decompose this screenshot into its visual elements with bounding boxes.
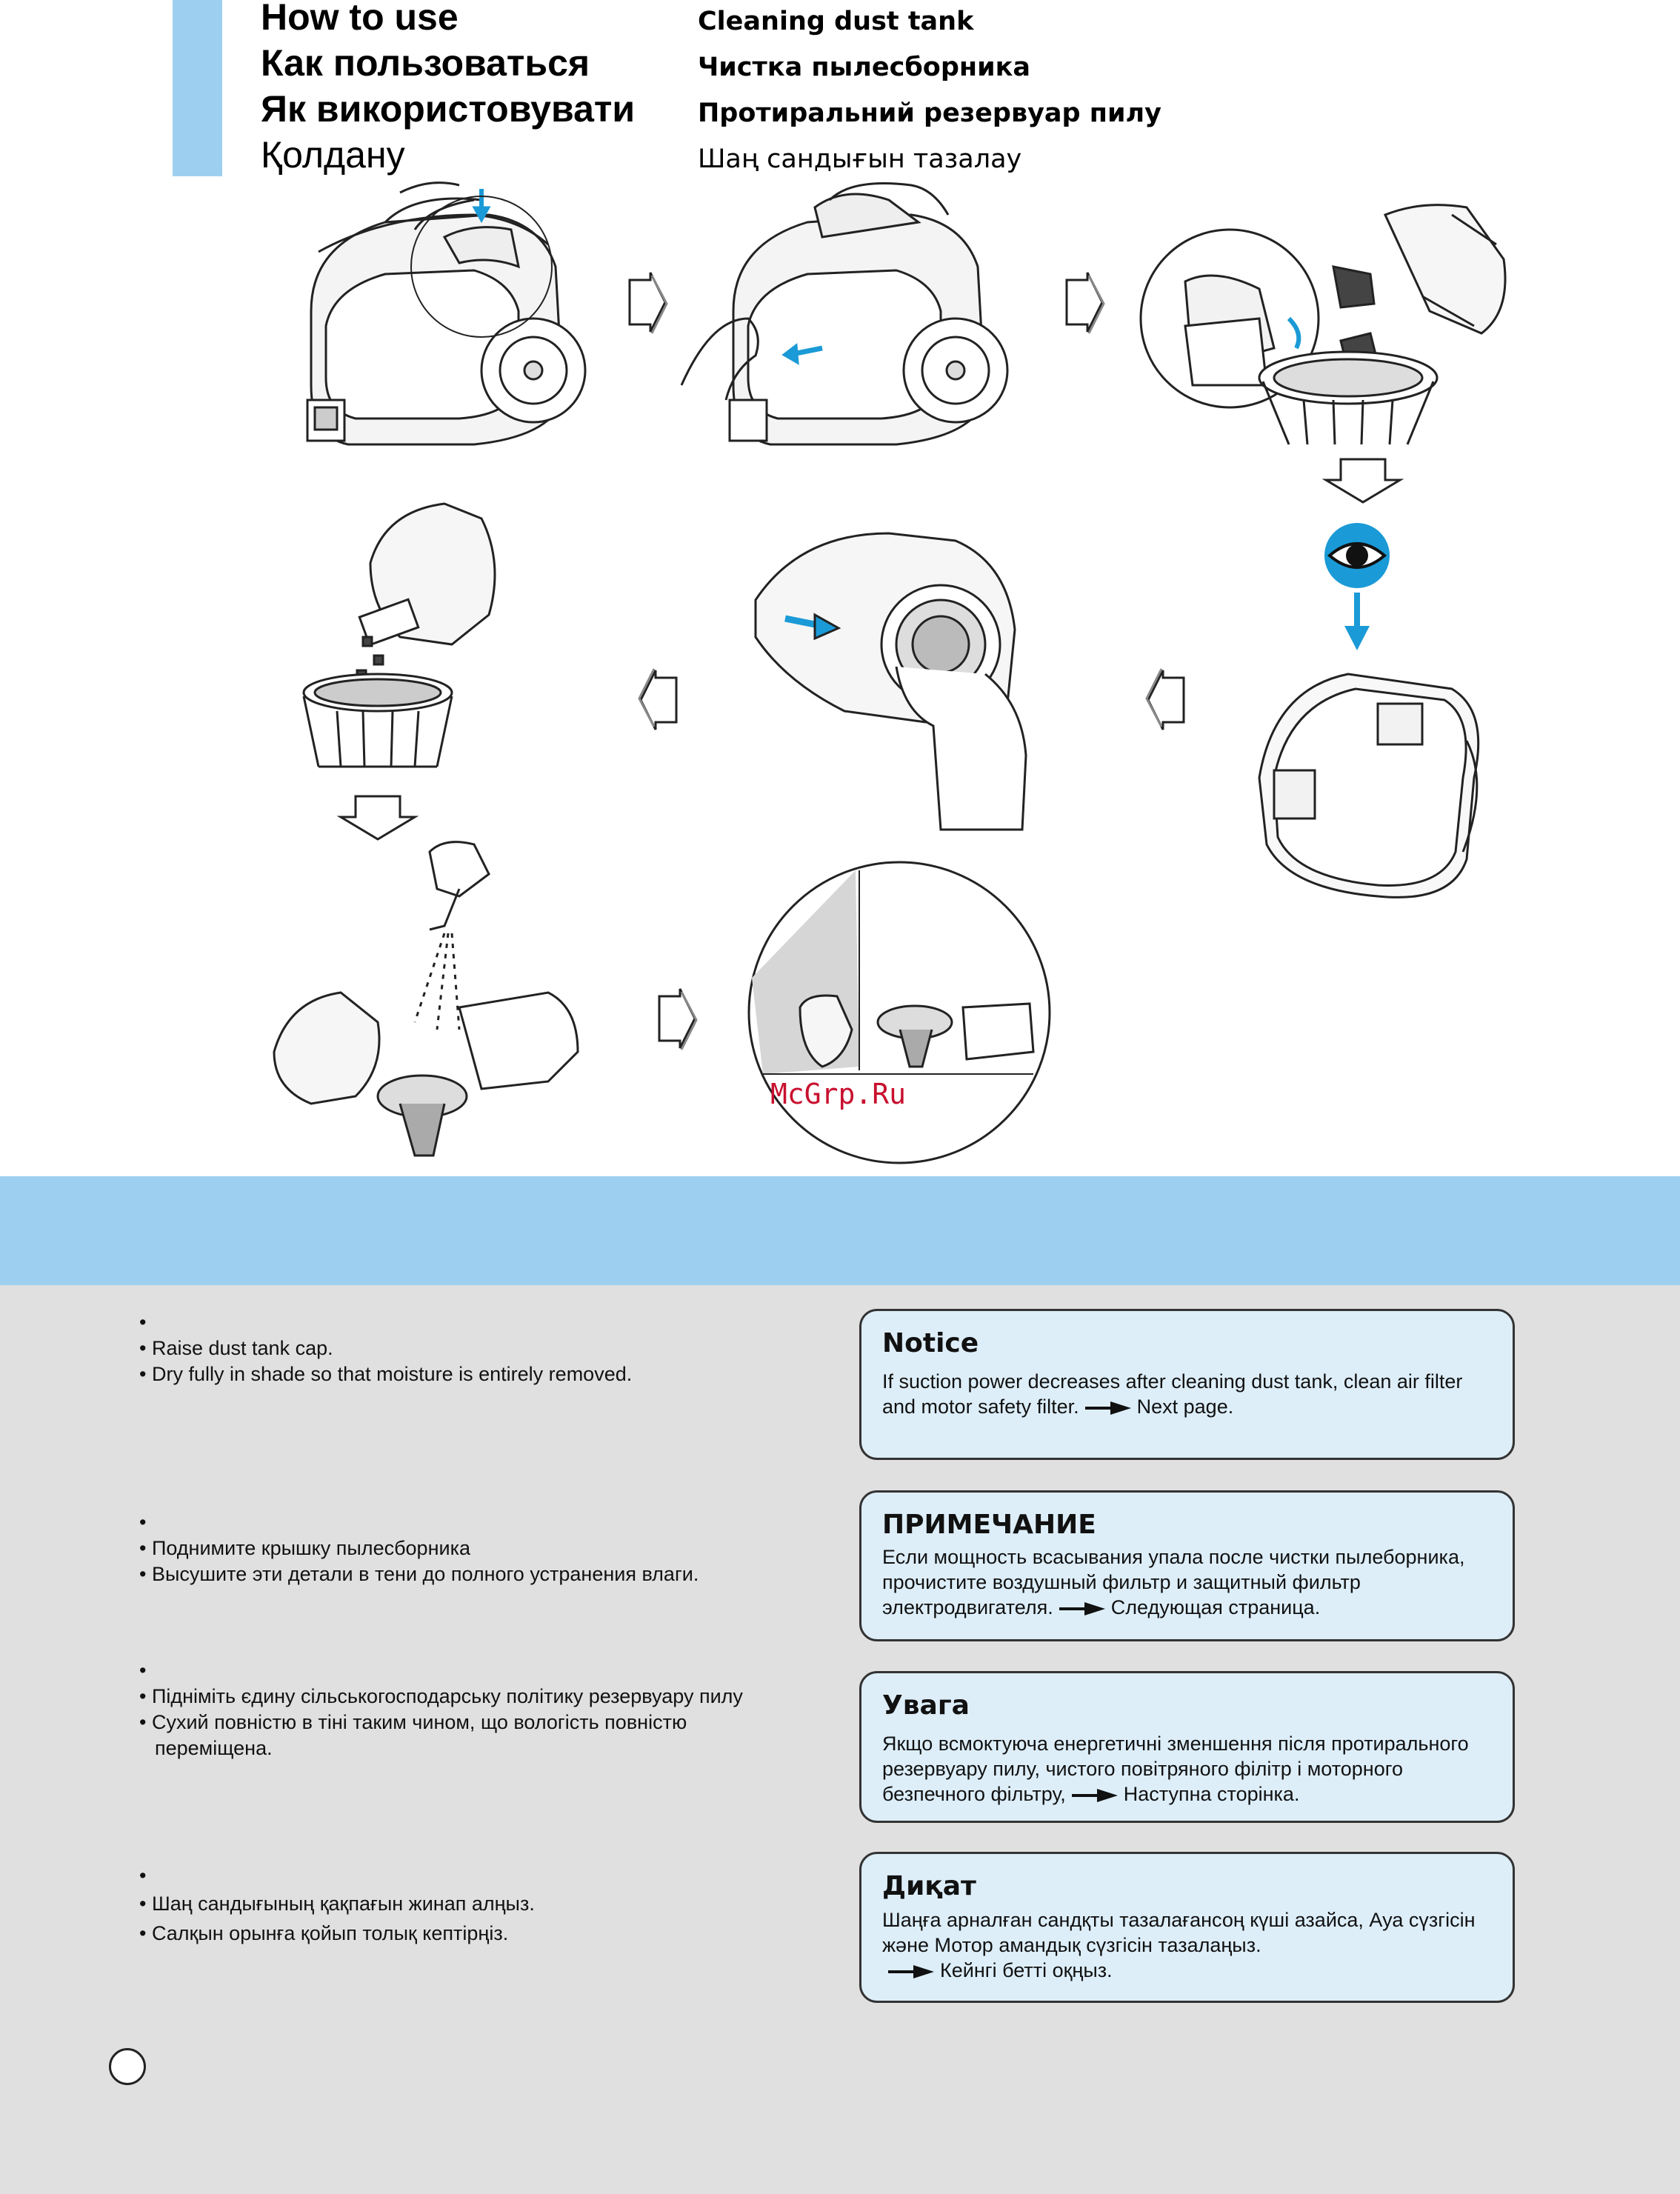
- flow-arrow-5: [638, 667, 678, 731]
- flow-arrow-4: [1145, 667, 1185, 731]
- title-ru: Как пользоваться: [261, 42, 590, 84]
- illustration-panel: [273, 181, 1507, 1164]
- instruction-line: • Dry fully in shade so that moisture is…: [139, 1363, 633, 1385]
- vacuum-step2-illustration: [680, 182, 1009, 446]
- empty-dust-illustration: [1139, 204, 1507, 445]
- next-page-arrow-icon: [1071, 1788, 1118, 1802]
- section-band: [0, 1176, 1680, 1285]
- instruction-line: • Шаң сандығының қақпағын жинап алңыз.: [139, 1893, 535, 1915]
- title-block: How to use Как пользоваться Як використо…: [261, 0, 635, 178]
- next-page-arrow-icon: [1059, 1601, 1105, 1616]
- flow-arrow-1: [628, 271, 668, 335]
- bullet-empty: •: [139, 1511, 147, 1533]
- instructions-kk: • • Шаң сандығының қақпағын жинап алңыз.…: [139, 1863, 806, 1948]
- instruction-line: • Raise dust tank cap.: [139, 1337, 333, 1359]
- bullet-empty: •: [139, 1864, 147, 1887]
- notice-text: Якщо всмоктуюча енергетичні зменшення пі…: [882, 1733, 1469, 1805]
- flow-arrow-2: [1065, 271, 1105, 335]
- instruction-line: • Підніміть єдину сільськогосподарську п…: [139, 1685, 743, 1707]
- bullet-empty: •: [139, 1659, 147, 1681]
- notice-box-ru: ПРИМЕЧАНИЕ Если мощность всасывания упал…: [859, 1490, 1515, 1641]
- vacuum-step1-illustration: [306, 181, 587, 446]
- subtitle-ru: Чистка пылесборника: [698, 53, 1030, 82]
- instructions-en: • • Raise dust tank cap. • Dry fully in …: [139, 1310, 806, 1387]
- page-number-circle: [109, 2048, 146, 2085]
- next-page-arrow-icon: [1084, 1401, 1131, 1415]
- tank-inside-illustration: [1258, 673, 1480, 898]
- header-accent-bar: [173, 0, 222, 176]
- title-kk: Қолдану: [261, 134, 405, 176]
- subtitle-en: Cleaning dust tank: [698, 7, 974, 36]
- dry-in-shade-illustration: [747, 861, 1051, 1164]
- instruction-line: • Сухий повністю в тіні таким чином, що …: [139, 1711, 687, 1759]
- flow-arrow-7: [658, 987, 698, 1051]
- notice-title: Увага: [882, 1690, 970, 1721]
- notice-box-en: Notice If suction power decreases after …: [859, 1309, 1515, 1460]
- subtitle-kk: Шаң сандығын тазалау: [698, 144, 1022, 174]
- bullet-empty: •: [139, 1311, 147, 1333]
- instruction-line: • Высушите эти детали в тени до полного …: [139, 1563, 699, 1585]
- wash-parts-illustration: [273, 841, 579, 1157]
- title-en: How to use: [261, 0, 459, 38]
- notice-title: ПРИМЕЧАНИЕ: [882, 1510, 1096, 1540]
- notice-text: Шаңға арналған сандқты тазалағансоң күші…: [882, 1909, 1476, 1981]
- remove-filter-illustration: [754, 532, 1027, 831]
- next-page-arrow-icon: [888, 1964, 934, 1978]
- pour-dust-illustration: [302, 502, 496, 768]
- notice-box-uk: Увага Якщо всмоктуюча енергетичні зменше…: [859, 1671, 1515, 1823]
- notice-text: Если мощность всасывания упала после чис…: [882, 1546, 1465, 1618]
- flow-arrow-3: [1324, 458, 1401, 504]
- watermark-text: McGrp.Ru: [770, 1078, 907, 1110]
- subtitle-block: Cleaning dust tank Чистка пылесборника П…: [698, 0, 1161, 182]
- flow-arrow-6: [339, 795, 416, 841]
- notice-text: If suction power decreases after cleanin…: [882, 1370, 1463, 1418]
- instruction-line: • Поднимите крышку пылесборника: [139, 1537, 470, 1559]
- notice-box-kk: Диқат Шаңға арналған сандқты тазалағансо…: [859, 1852, 1515, 2003]
- subtitle-uk: Протиральний резервуар пилу: [698, 99, 1161, 128]
- instruction-line: • Салқын орынға қойып толық кептірңіз.: [139, 1922, 509, 1944]
- inspect-eye-icon: [1324, 523, 1390, 650]
- instructions-uk: • • Підніміть єдину сільськогосподарську…: [139, 1658, 806, 1761]
- notice-title: Notice: [882, 1328, 979, 1358]
- instructions-ru: • • Поднимите крышку пылесборника • Высу…: [139, 1510, 806, 1587]
- title-uk: Як використовувати: [261, 88, 636, 130]
- notice-title: Диқат: [882, 1871, 976, 1901]
